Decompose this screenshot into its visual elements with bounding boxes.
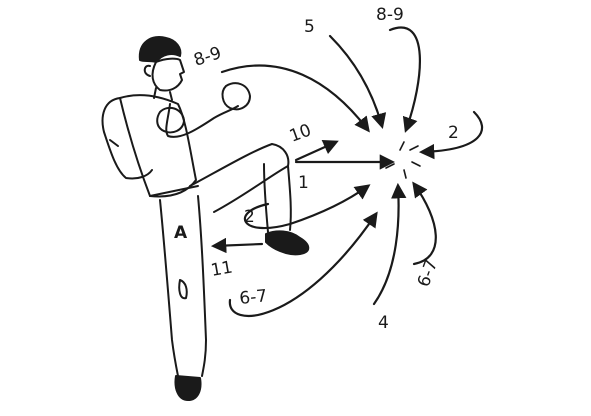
fighter-rear-arm [101, 97, 153, 180]
fighter-front-fist [221, 82, 251, 111]
label-1: 1 [298, 173, 309, 193]
arrow-8-9-top-left [220, 64, 370, 133]
label-5: 5 [304, 17, 315, 37]
fighter-mark: A [174, 223, 188, 243]
arrow-5 [328, 34, 387, 129]
fighter-belt [149, 185, 199, 197]
label-4: 4 [378, 313, 389, 333]
fighter-kicking-shin [263, 163, 292, 233]
fighter-torso [119, 94, 197, 198]
label-2-right: 2 [448, 123, 459, 143]
arrow-2-leg [244, 184, 371, 230]
arrow-6-7-lower-right [412, 181, 437, 266]
arrow-10 [294, 140, 339, 162]
fighter-standing-foot [174, 375, 202, 401]
arrow-11 [210, 237, 264, 254]
label-10: 10 [287, 121, 314, 147]
fighter-standing-leg [159, 195, 207, 377]
arrow-6-7-lower-left [228, 211, 378, 318]
arrow-8-9-top-right [388, 26, 422, 133]
fighter-rear-fist [156, 106, 185, 134]
fighter-hair [138, 36, 182, 63]
arrow-2-right [418, 110, 484, 160]
label-6-7-lower-right: 6-7 [414, 257, 442, 290]
fighter-kicking-foot [265, 230, 310, 256]
fighter-front-arm [165, 103, 239, 138]
label-11: 11 [209, 257, 234, 280]
target-burst [385, 141, 421, 179]
label-8-9-top-left: 8-9 [191, 43, 224, 71]
arrow-4 [372, 182, 407, 306]
fighter-kicking-thigh [189, 143, 290, 213]
label-8-9-top-right: 8-9 [376, 5, 404, 25]
fighter-ear [143, 64, 151, 77]
label-6-7-lower-left: 6-7 [238, 286, 268, 309]
fighter-face [151, 57, 185, 92]
fighter-figure [101, 36, 310, 401]
label-2-leg: 2 [244, 207, 255, 227]
